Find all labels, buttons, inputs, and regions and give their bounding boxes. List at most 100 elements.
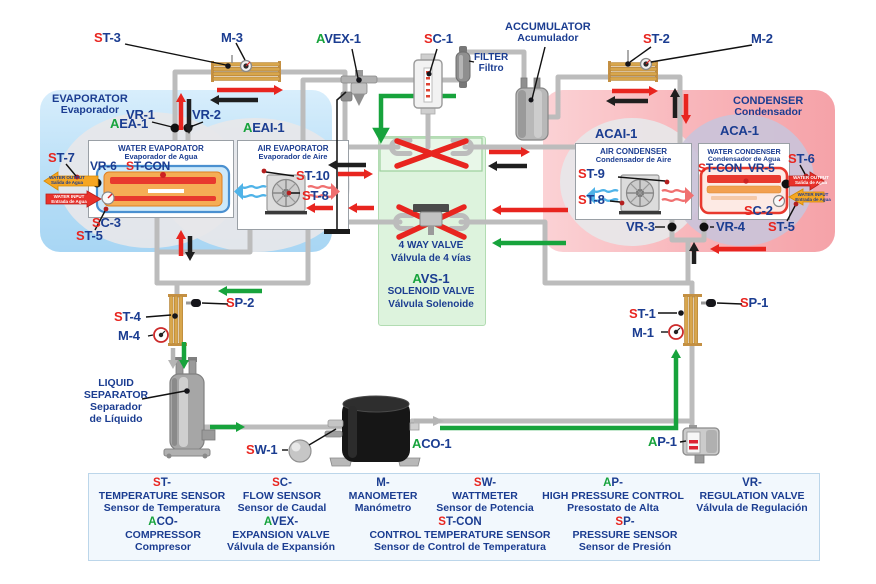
label-st1: ST-1: [629, 306, 656, 321]
label-m3: M-3: [221, 30, 243, 45]
accumulator-label-es: Acumulador: [517, 32, 579, 44]
heat-exchanger-coil-bottom-left: [153, 294, 201, 346]
filter-label-es: Filtro: [478, 63, 504, 74]
label-aeai1: AEAI-1: [243, 120, 285, 135]
air-condenser-title: AIR CONDENSER: [599, 147, 668, 156]
valve-block-labels: 4 WAY VALVE Válvula de 4 vías AVS-1 SOLE…: [378, 240, 484, 311]
legend-avex: AVEX- EXPANSION VALVE Válvula de Expansi…: [227, 516, 335, 553]
label-aca1: ACA-1: [720, 123, 759, 138]
label-vr3: VR-3: [626, 219, 655, 234]
sp1-sensor-dot: [706, 299, 716, 307]
accumulator-label-en: ACCUMULATOR: [505, 21, 591, 33]
label-vr6: VR-6: [90, 159, 117, 173]
label-m1: M-1: [632, 325, 654, 340]
flow-arrow-green-expansion: [372, 93, 456, 144]
m4-gauge-icon: [153, 327, 169, 343]
air-evaporator-subtitle: Evaporador de Aire: [258, 152, 328, 161]
liquid-separator-icon: [163, 357, 216, 459]
label-sw1: SW-1: [246, 442, 278, 457]
label-vr5: VR-5: [748, 161, 775, 175]
heat-exchanger-coil-top-left: [211, 55, 281, 82]
solenoid-valve-label-es: Válvula Solenoide: [388, 298, 474, 310]
label-sp2: SP-2: [226, 295, 255, 310]
water-evaporator-box: WATER EVAPORATOR Evaporador de Agua: [88, 140, 234, 218]
avex1-dot: [356, 77, 362, 83]
label-m2: M-2: [751, 31, 773, 46]
label-aco1: ACO-1: [412, 436, 452, 451]
legend-aco: ACO- COMPRESSOR Compresor: [125, 516, 201, 553]
separator-dot: [184, 388, 190, 394]
label-st3: ST-3: [94, 30, 121, 45]
evaporator-panel-title: EVAPORATOR Evaporador: [52, 93, 128, 117]
sp2-sensor-dot: [191, 299, 201, 307]
legend-st: ST- TEMPERATURE SENSOR Sensor de Tempera…: [98, 477, 226, 514]
four-way-valve-label-es: Válvula de 4 vías: [390, 252, 472, 264]
evaporator-title-es: Evaporador: [60, 104, 120, 116]
legend-sp: SP- PRESSURE SENSOR Sensor de Presión: [572, 516, 678, 553]
label-avex1: AVEX-1: [316, 31, 361, 46]
compressor-icon: [324, 395, 444, 467]
condenser-panel-title: CONDENSER Condensador: [733, 95, 803, 119]
label-st7: ST-7: [48, 150, 75, 165]
label-st5-evap: ST-5: [76, 228, 103, 243]
filter-icon: [455, 46, 471, 88]
high-pressure-control-icon: [682, 425, 720, 464]
m2-gauge-icon: [639, 57, 653, 71]
water-evaporator-subtitle: Evaporador de Agua: [124, 152, 198, 161]
heat-exchanger-coil-top-right: [608, 50, 658, 82]
air-condenser-box: AIR CONDENSER Condensador de Aire: [575, 143, 692, 220]
air-condenser-subtitle: Condensador de Aire: [595, 155, 672, 164]
filter-label: FILTER Filtro: [474, 52, 508, 74]
label-sc2: SC-2: [744, 203, 773, 218]
condenser-title-es: Condensador: [734, 106, 802, 118]
air-evaporator-box: AIR EVAPORATOR Evaporador de Aire: [237, 140, 349, 230]
st2-sensor-dot: [625, 61, 631, 67]
label-vr4: VR-4: [716, 219, 745, 234]
label-st8-evap: ST-8: [302, 188, 329, 203]
legend-ap: AP- HIGH PRESSURE CONTROL Presostato de …: [542, 477, 684, 514]
m1-gauge-icon: [668, 324, 684, 340]
label-acai1: ACAI-1: [595, 126, 638, 141]
filter-label-en: FILTER: [474, 52, 509, 63]
legend-box: [88, 473, 820, 561]
condenser-title-en: CONDENSER: [733, 95, 804, 107]
legend-sc: SC- FLOW SENSOR Sensor de Caudal: [237, 477, 327, 514]
accumulator-dot: [528, 97, 534, 103]
flow-arrow-gray: [168, 348, 178, 369]
label-sp1: SP-1: [740, 295, 769, 310]
legend-sw: SW- WATTMETER Sensor de Potencia: [436, 477, 534, 514]
water-evaporator-title: WATER EVAPORATOR: [118, 144, 204, 153]
legend-stcon: ST-CON CONTROL TEMPERATURE SENSOR Sensor…: [369, 516, 551, 553]
label-avs1: AVS-1: [412, 271, 450, 286]
label-st10: ST-10: [296, 168, 330, 183]
label-ap1: AP-1: [648, 434, 677, 449]
wattmeter-icon: [288, 428, 337, 463]
label-aea1: AEA-1: [110, 116, 149, 131]
st4-sensor-dot: [172, 313, 178, 319]
label-stcon-evap: ST-CON: [126, 159, 171, 173]
label-st8-cond: ST-8: [578, 192, 605, 207]
heat-exchanger-coil-bottom-right: [668, 294, 716, 346]
label-vr2: VR-2: [192, 107, 221, 122]
label-stcon-cond: ST-CON: [698, 161, 743, 175]
evaporator-title-en: EVAPORATOR: [52, 93, 128, 105]
label-st4: ST-4: [114, 309, 141, 324]
water-condenser-title: WATER CONDENSER: [707, 147, 781, 156]
st3-sensor-dot: [225, 63, 231, 69]
solenoid-valve-label-en: SOLENOID VALVE: [387, 286, 475, 297]
label-st9: ST-9: [578, 166, 605, 181]
m3-gauge-icon: [239, 59, 253, 73]
four-way-valve-label-en: 4 WAY VALVE: [398, 240, 464, 251]
sc1-dot: [426, 71, 432, 77]
label-st2: ST-2: [643, 31, 670, 46]
label-sc1: SC-1: [424, 31, 453, 46]
liquid-separator-label: LIQUID SEPARATOR Separador de Líquido: [83, 377, 149, 425]
label-m4: M-4: [118, 328, 140, 343]
st1-sensor-dot: [678, 310, 684, 316]
accumulator-label: ACCUMULATOR Acumulador: [505, 21, 591, 45]
